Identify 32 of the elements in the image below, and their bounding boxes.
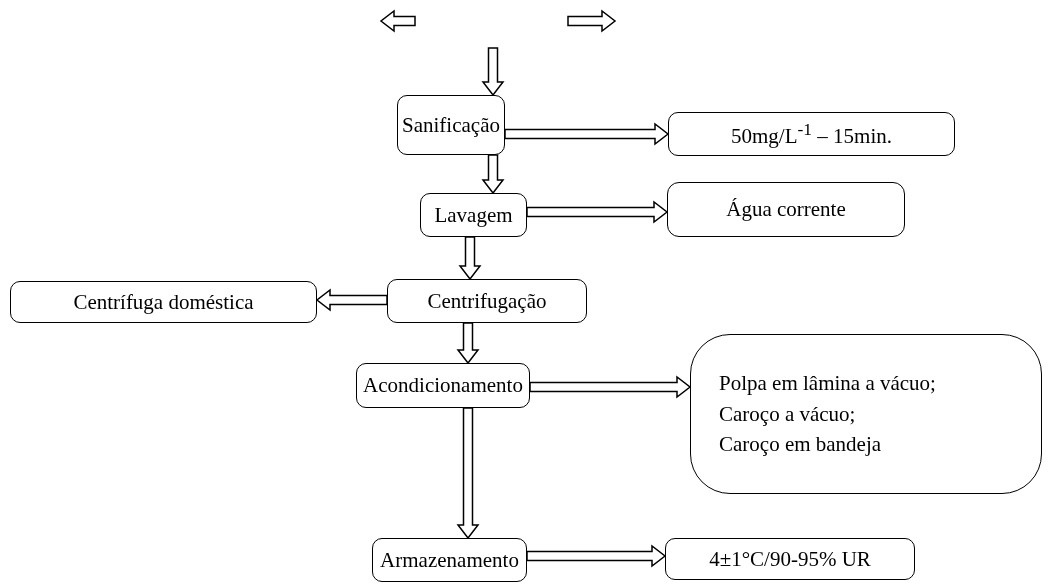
block-arrow: [481, 154, 505, 195]
box-text: Polpa em lâmina a vácuo;: [719, 370, 936, 398]
box-text: Lavagem: [434, 201, 513, 229]
block-arrow: [458, 236, 482, 281]
process-box: [668, 112, 955, 156]
process-box: [10, 281, 317, 323]
box-text: Caroço em bandeja: [719, 431, 882, 459]
process-box: [372, 538, 527, 582]
process-box: [665, 538, 915, 580]
block-arrow: [526, 200, 669, 224]
box-text: 4±1°C/90-95% UR: [709, 545, 871, 573]
box-text: Armazenamento: [380, 546, 519, 574]
process-box: [397, 95, 505, 155]
block-arrow: [456, 407, 480, 540]
process-box: [420, 193, 527, 237]
box-text: Centrifugação: [427, 287, 547, 315]
box-text: Sanificação: [402, 111, 500, 139]
process-box: [387, 279, 587, 323]
process-box: [690, 334, 1042, 494]
box-text: Caroço a vácuo;: [719, 400, 856, 428]
block-arrow: [481, 47, 505, 97]
box-text: Centrífuga doméstica: [73, 288, 254, 316]
block-arrow: [315, 288, 388, 312]
process-box: [356, 363, 530, 408]
block-arrow: [529, 375, 692, 399]
block-arrow: [504, 122, 670, 146]
process-box: [667, 182, 905, 237]
box-text: 50mg/L$^{-1}$ – 15min.: [731, 117, 892, 150]
block-arrow: [526, 544, 667, 568]
block-arrow: [456, 322, 480, 365]
box-text: Acondicionamento: [363, 372, 523, 400]
box-text: Água corrente: [726, 196, 846, 224]
